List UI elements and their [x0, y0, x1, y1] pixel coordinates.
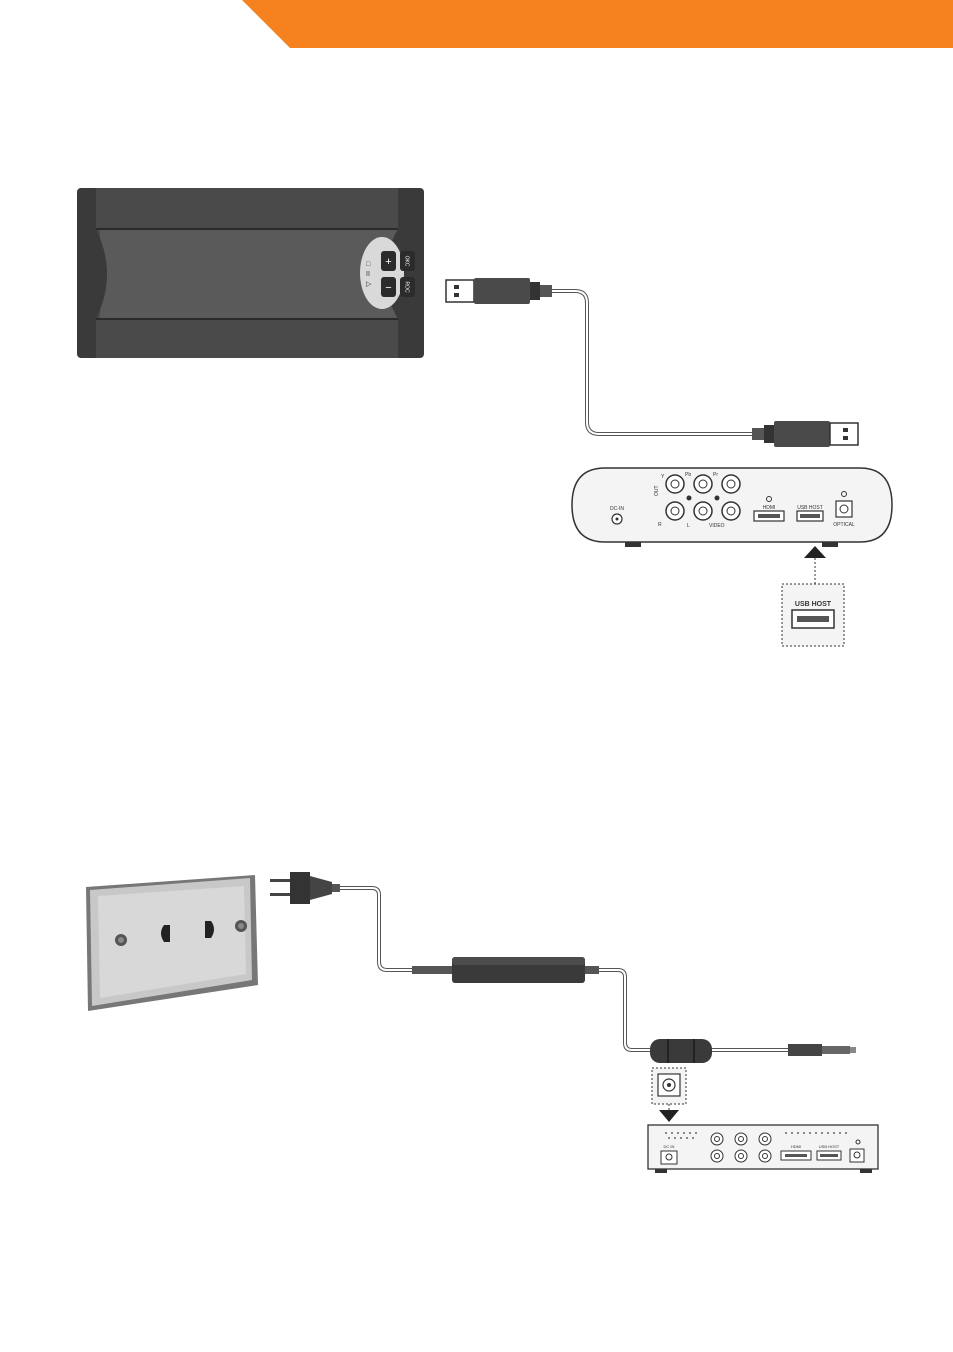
label-r: R	[658, 522, 662, 528]
hdd-minus-label: −	[385, 282, 391, 294]
small-optical-port	[850, 1149, 864, 1162]
down-arrow-icon	[659, 1110, 679, 1122]
small-label-usb-host: USB HOST	[819, 1144, 840, 1149]
up-arrow-icon	[804, 546, 826, 558]
power-plug	[270, 872, 340, 904]
power-adapter	[412, 957, 599, 983]
label-pr: Pr	[713, 472, 718, 478]
hdd-bottom-right-label: ROC	[404, 281, 410, 293]
hdd-symbol-play: ▷	[366, 281, 372, 288]
header-banner	[242, 0, 953, 48]
usb-plug-right	[752, 421, 858, 447]
hdd-symbol-pause: II	[366, 271, 370, 278]
optical-port	[836, 501, 852, 517]
hdd-plus-label: +	[385, 256, 391, 268]
label-l: L	[687, 523, 690, 529]
wall-outlet	[86, 875, 258, 1011]
small-label-hdmi: HDMI	[791, 1144, 801, 1149]
usb-host-callout: USB HOST	[782, 546, 844, 646]
callout-usb-host-label: USB HOST	[795, 601, 832, 608]
usb-plug-left	[446, 278, 552, 304]
label-video: VIDEO	[709, 523, 725, 529]
label-dc-in: DC-IN	[610, 506, 624, 512]
external-hdd: □ II ▷ + − OKC ROC	[77, 188, 424, 358]
hdd-top-right-label: OKC	[404, 256, 410, 267]
label-out: OUT	[654, 485, 660, 496]
media-player-rear: Y Pb Pr OUT R L VIDEO DC-IN HDMI USB HOS…	[572, 468, 892, 547]
dc-in-callout	[652, 1068, 686, 1122]
label-optical: OPTICAL	[833, 522, 855, 528]
small-dc-in-jack	[661, 1151, 677, 1164]
media-player-small: DC IN HDMI USB HOST	[648, 1125, 878, 1173]
label-pb: Pb	[685, 472, 691, 478]
usb-cable	[552, 291, 755, 434]
small-label-dc-in: DC IN	[664, 1144, 675, 1149]
label-usb-host: USB HOST	[797, 505, 823, 511]
label-hdmi: HDMI	[763, 505, 776, 511]
